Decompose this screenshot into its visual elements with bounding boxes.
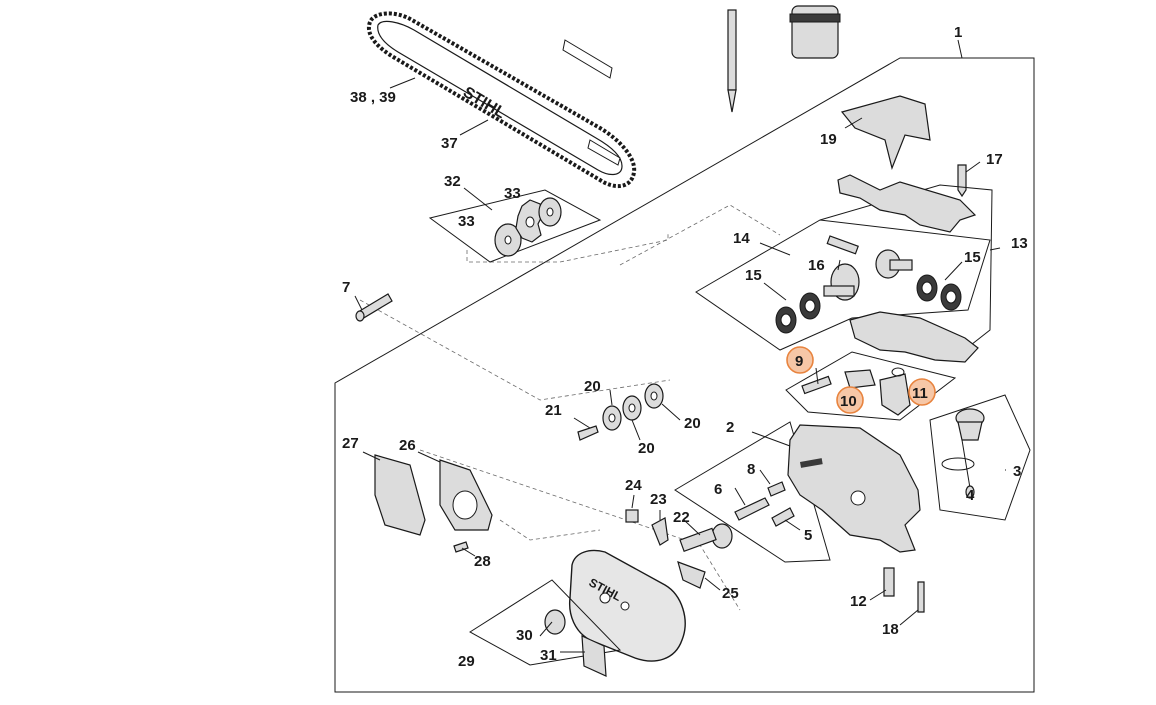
- callout-6: 6: [714, 481, 722, 498]
- oil-bottle: [789, 5, 841, 59]
- callout-5: 5: [804, 527, 812, 544]
- callout-18: 18: [882, 621, 899, 638]
- cap-group-frame-3: [929, 394, 1031, 521]
- callout-14: 14: [733, 230, 750, 247]
- screw-28: [453, 541, 469, 553]
- sprocket-washers: [494, 197, 562, 257]
- bolt-5: [771, 507, 795, 527]
- callout-12: 12: [850, 593, 867, 610]
- callout-2: 2: [726, 419, 734, 436]
- highlight-marker-10[interactable]: [836, 386, 864, 414]
- callout-11: 11: [912, 385, 928, 402]
- housing-lower: [849, 311, 979, 363]
- bolt-8: [767, 481, 786, 497]
- screw-21: [577, 425, 599, 441]
- tensioner-parts: [625, 509, 733, 589]
- sprocket-group-frame: [428, 189, 602, 263]
- callout-9: 9: [795, 353, 803, 370]
- screw-18: [917, 581, 925, 613]
- highlight-marker-11[interactable]: [908, 378, 936, 406]
- callout-22: 22: [673, 509, 690, 526]
- callout-27: 27: [342, 435, 359, 452]
- callout-33a: 33: [504, 185, 521, 202]
- assembly-frame-1: [334, 57, 1035, 693]
- housing-frame-2: [674, 421, 831, 563]
- callout-33b: 33: [458, 213, 475, 230]
- callout-31: 31: [540, 647, 557, 664]
- callout-8: 8: [747, 461, 755, 478]
- callout-19: 19: [820, 131, 837, 148]
- callout-21: 21: [545, 402, 562, 419]
- callout-32: 32: [444, 173, 461, 190]
- gears-16: [823, 235, 913, 301]
- callout-38-39: 38 , 39: [350, 89, 396, 106]
- callout-26: 26: [399, 437, 416, 454]
- callout-1: 1: [954, 24, 962, 41]
- cover-group-frame-29: [469, 579, 622, 666]
- callout-10: 10: [840, 393, 857, 410]
- callout-20c: 20: [638, 440, 655, 457]
- housing-upper: [837, 174, 977, 233]
- cover-hole-a: [599, 592, 611, 604]
- gear-group-frame-14: [695, 219, 991, 351]
- callout-13: 13: [1011, 235, 1028, 252]
- callout-17: 17: [986, 151, 1003, 168]
- screw-17: [957, 164, 967, 198]
- oil-cap-4: [941, 408, 985, 499]
- plate-27: [374, 454, 426, 536]
- callout-15b: 15: [964, 249, 981, 266]
- label-31: [581, 635, 607, 677]
- leader-lines: [354, 39, 1006, 653]
- part-12: [883, 567, 895, 597]
- callout-15a: 15: [745, 267, 762, 284]
- callout-4: 4: [966, 487, 975, 504]
- callout-7: 7: [342, 279, 350, 296]
- round-file-tool: [727, 9, 737, 113]
- bearings-15: [775, 274, 962, 334]
- callout-23: 23: [650, 491, 667, 508]
- callout-20b: 20: [684, 415, 701, 432]
- guide-bar-chain: STIHL: [366, 11, 637, 189]
- callout-20a: 20: [584, 378, 601, 395]
- highlight-marker-9[interactable]: [786, 346, 814, 374]
- callout-labels: 1 38 , 39 37 32 33 33 7 19 17 14 13 15 1…: [342, 24, 1028, 670]
- housing-hole: [850, 490, 866, 506]
- bolt-6: [734, 497, 770, 521]
- washers-20: [602, 383, 664, 431]
- oil-pump-parts: [801, 367, 911, 416]
- callout-29: 29: [458, 653, 475, 670]
- main-housing-2: [787, 424, 921, 553]
- nut-30: [544, 609, 566, 635]
- stud-7: [355, 293, 393, 322]
- cover-hole-b: [620, 601, 630, 611]
- callout-28: 28: [474, 553, 491, 570]
- callout-16: 16: [808, 257, 825, 274]
- plate-26-hole: [452, 490, 478, 520]
- callout-30: 30: [516, 627, 533, 644]
- callout-37: 37: [441, 135, 458, 152]
- dashed-leaders: [359, 204, 781, 611]
- housing-slot: [800, 458, 823, 468]
- callout-25: 25: [722, 585, 739, 602]
- callout-24: 24: [625, 477, 642, 494]
- callout-3: 3: [1013, 463, 1021, 480]
- cover-19: [840, 95, 931, 170]
